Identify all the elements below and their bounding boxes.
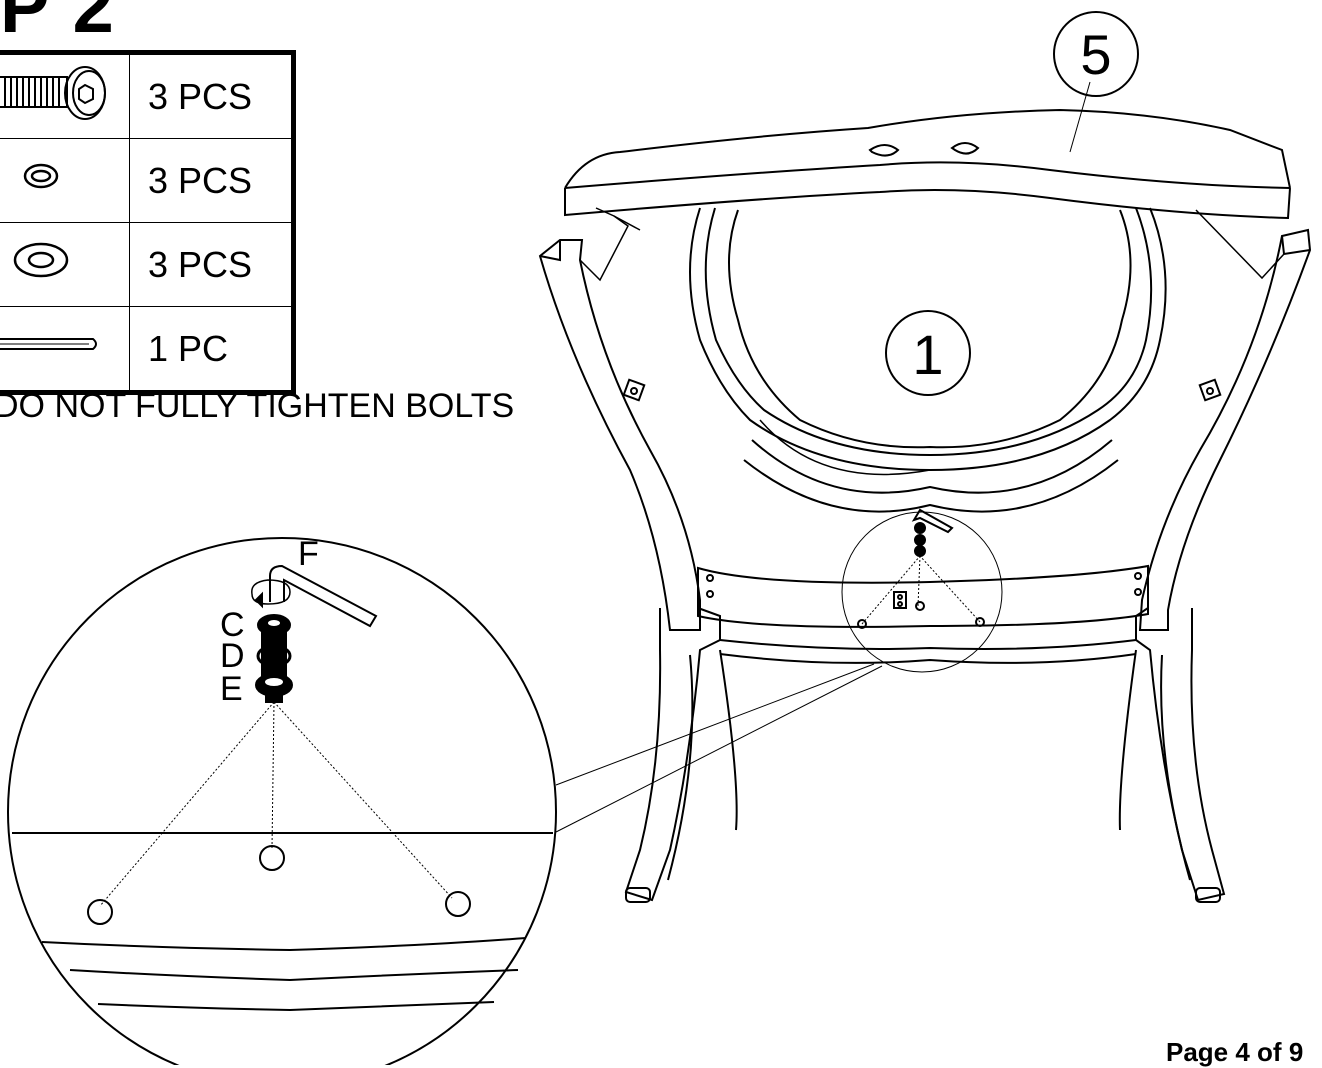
parts-qty: 3 PCS <box>129 222 294 307</box>
detail-spot <box>555 508 1003 833</box>
lock-washer-icon <box>0 138 130 223</box>
chair-legs <box>624 607 1226 903</box>
bolt-icon <box>0 52 130 139</box>
parts-qty: 3 PCS <box>129 52 294 139</box>
detail-magnifier <box>7 537 557 1065</box>
parts-table: 3 PCS 3 PCS 3 PCS <box>0 50 296 395</box>
callout-hex-key-f: F <box>298 535 319 573</box>
callout-part-1: 1 <box>912 323 943 386</box>
hardware-stack <box>251 564 378 703</box>
parts-row: 3 PCS <box>0 222 294 307</box>
callout-bolt-c: C <box>220 606 245 644</box>
part-1-circle <box>885 310 971 396</box>
parts-qty: 1 PC <box>129 306 294 393</box>
allen-key-icon <box>0 306 130 393</box>
backrest-rail <box>564 81 1291 220</box>
flat-washer-icon <box>0 222 130 307</box>
callout-flat-washer-e: E <box>220 670 243 708</box>
parts-qty: 3 PCS <box>129 138 294 223</box>
seat-rail <box>697 564 1149 664</box>
callout-part-5: 5 <box>1080 23 1111 86</box>
parts-row: 3 PCS <box>0 52 294 139</box>
step-heading: P 2 <box>0 0 116 48</box>
callout-lock-washer-d: D <box>220 637 245 675</box>
backrest-frame <box>689 207 1167 513</box>
parts-row: 3 PCS <box>0 138 294 223</box>
assembly-note: DO NOT FULLY TIGHTEN BOLTS <box>0 387 515 425</box>
parts-row: 1 PC <box>0 306 294 393</box>
page-number: Page 4 of 9 <box>1166 1037 1304 1067</box>
part-5-circle <box>1053 11 1139 97</box>
chair-arms <box>538 207 1312 631</box>
